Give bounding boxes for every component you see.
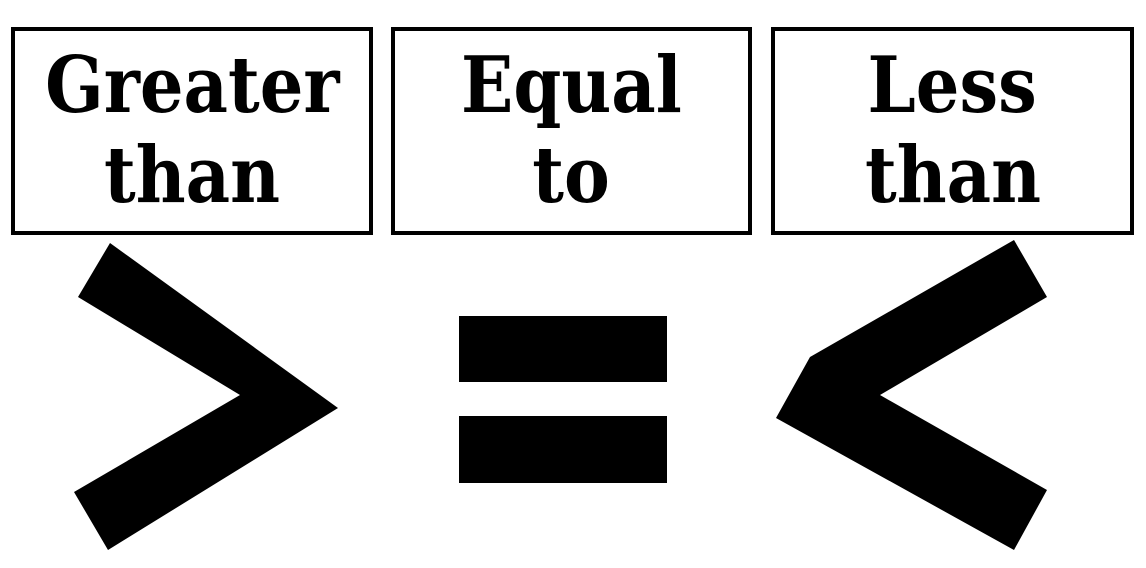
greater-than-label-box: Greater than	[11, 27, 373, 235]
less-than-sign-icon	[776, 240, 1047, 550]
greater-than-label-line1: Greater	[44, 40, 340, 131]
less-than-label-box: Less than	[771, 27, 1134, 235]
equals-sign-bottom-bar	[459, 416, 667, 483]
equal-to-label-line2: to	[532, 130, 611, 221]
greater-than-label-line2: than	[104, 130, 280, 221]
less-than-label-line1: Less	[867, 40, 1038, 131]
equals-sign-top-bar	[459, 316, 667, 382]
equal-to-label-line1: Equal	[461, 40, 682, 131]
equal-to-label-box: Equal to	[391, 27, 752, 235]
less-than-label-line2: than	[864, 130, 1041, 221]
greater-than-sign-icon	[74, 243, 338, 550]
